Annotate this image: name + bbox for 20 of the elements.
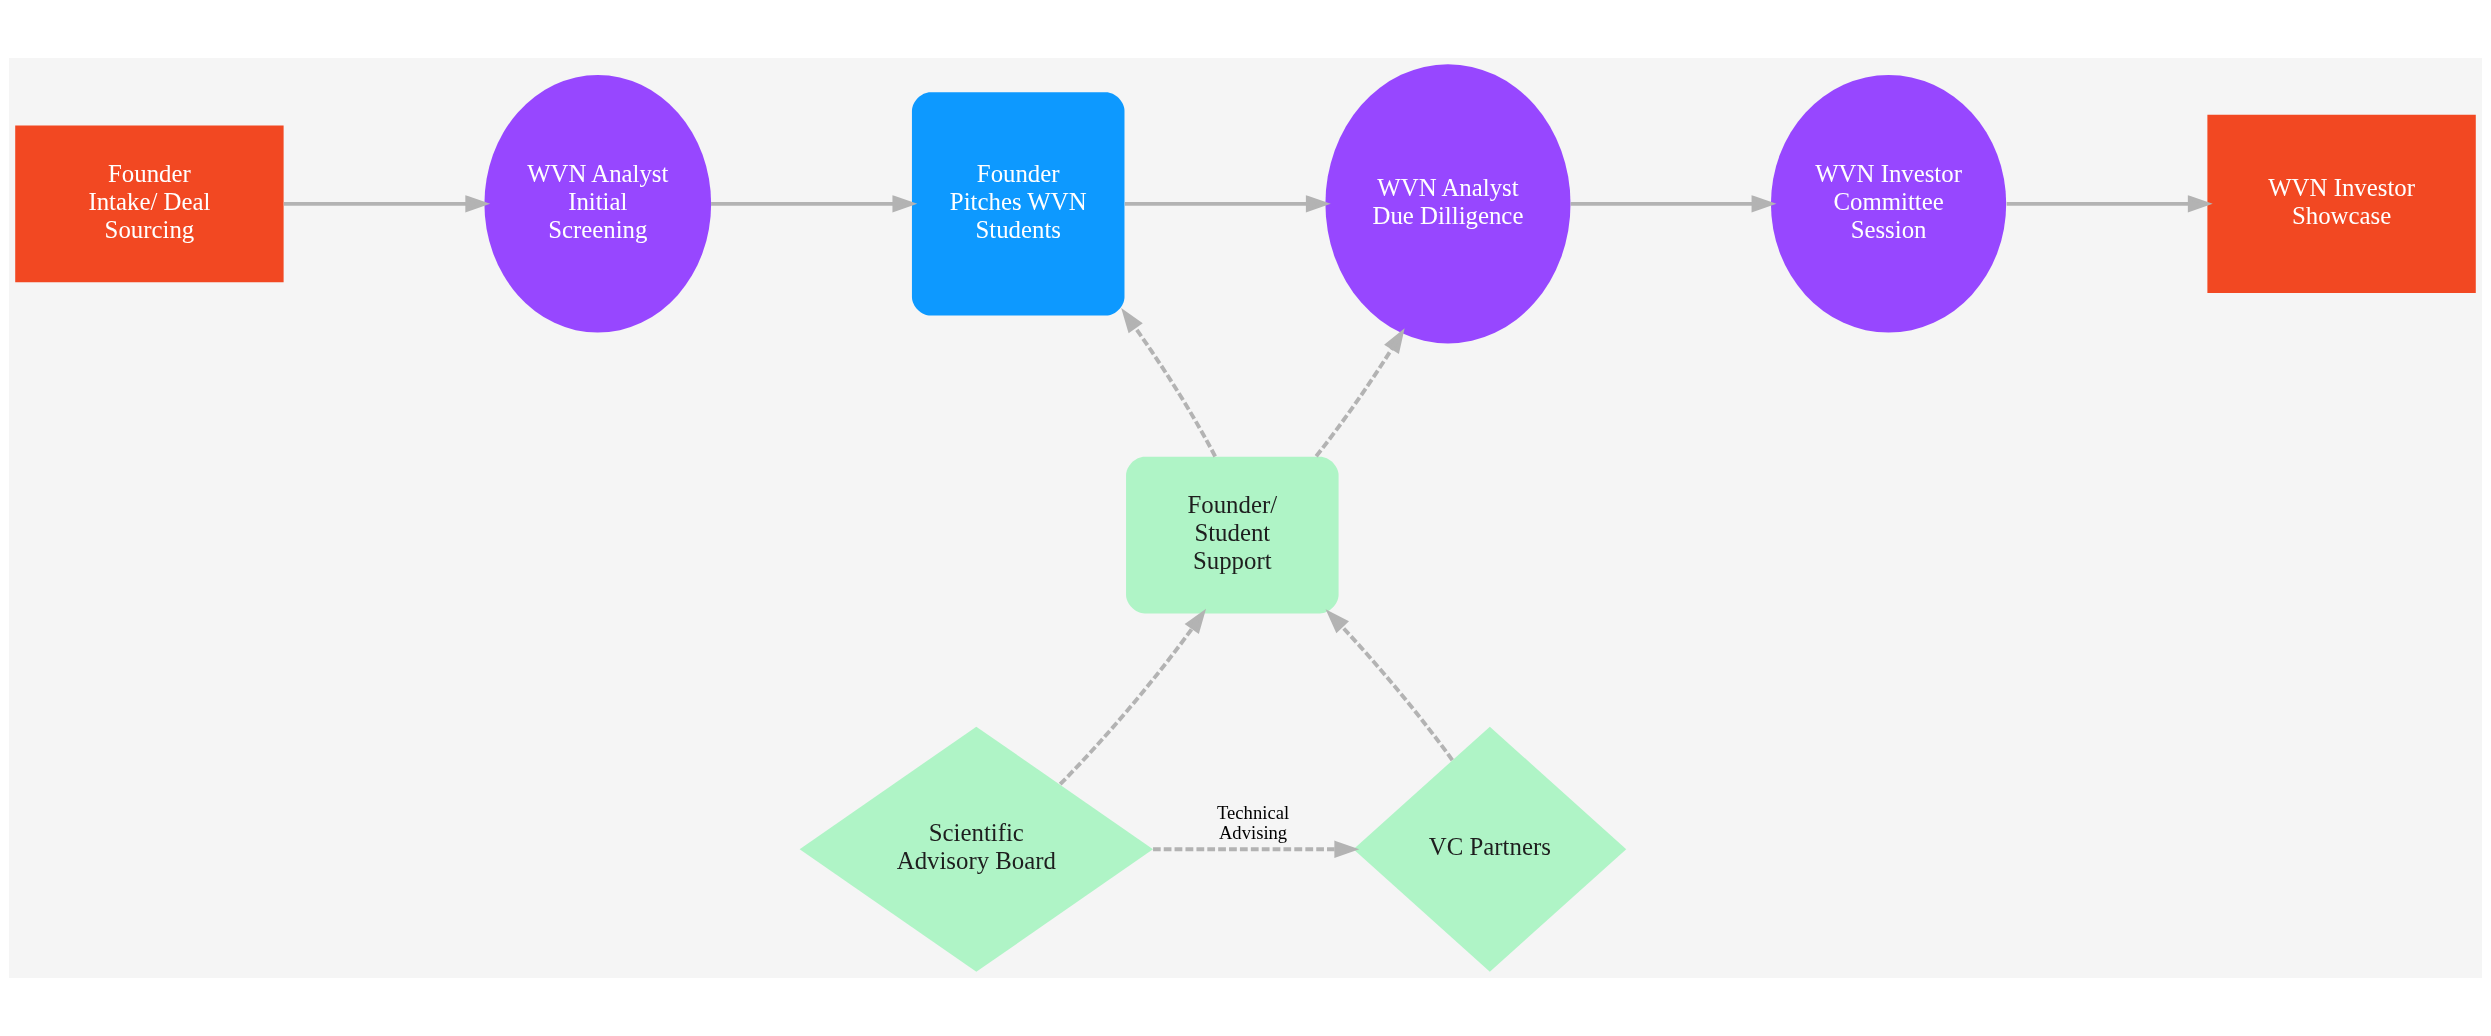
arrow — [1121, 308, 1217, 458]
arrow — [1058, 608, 1207, 786]
node-box: Founder/ Student Support — [1126, 456, 1339, 614]
arrow — [1570, 195, 1777, 213]
arrow — [1325, 609, 1454, 762]
node-diamond: VC Partners — [1353, 726, 1627, 972]
node-ellipse: WVN Analyst Due Dilligence — [1325, 64, 1571, 344]
arrow — [711, 195, 918, 213]
arrow — [1314, 328, 1405, 458]
node-diamond: Scientific Advisory Board — [799, 726, 1153, 972]
arrow — [2006, 195, 2213, 213]
arrow — [283, 195, 491, 213]
edge-label: Technical Advising — [1217, 802, 1290, 844]
node-box: Founder Pitches WVN Students — [911, 92, 1125, 316]
node-box: WVN Investor Showcase — [2207, 114, 2476, 294]
node-circle: WVN Investor Committee Session — [1770, 75, 2007, 333]
node-ellipse: WVN Analyst Initial Screening — [484, 75, 712, 333]
arrow — [1153, 840, 1360, 858]
arrow — [1124, 195, 1331, 213]
node-box: Founder Intake/ Deal Sourcing — [15, 125, 284, 283]
